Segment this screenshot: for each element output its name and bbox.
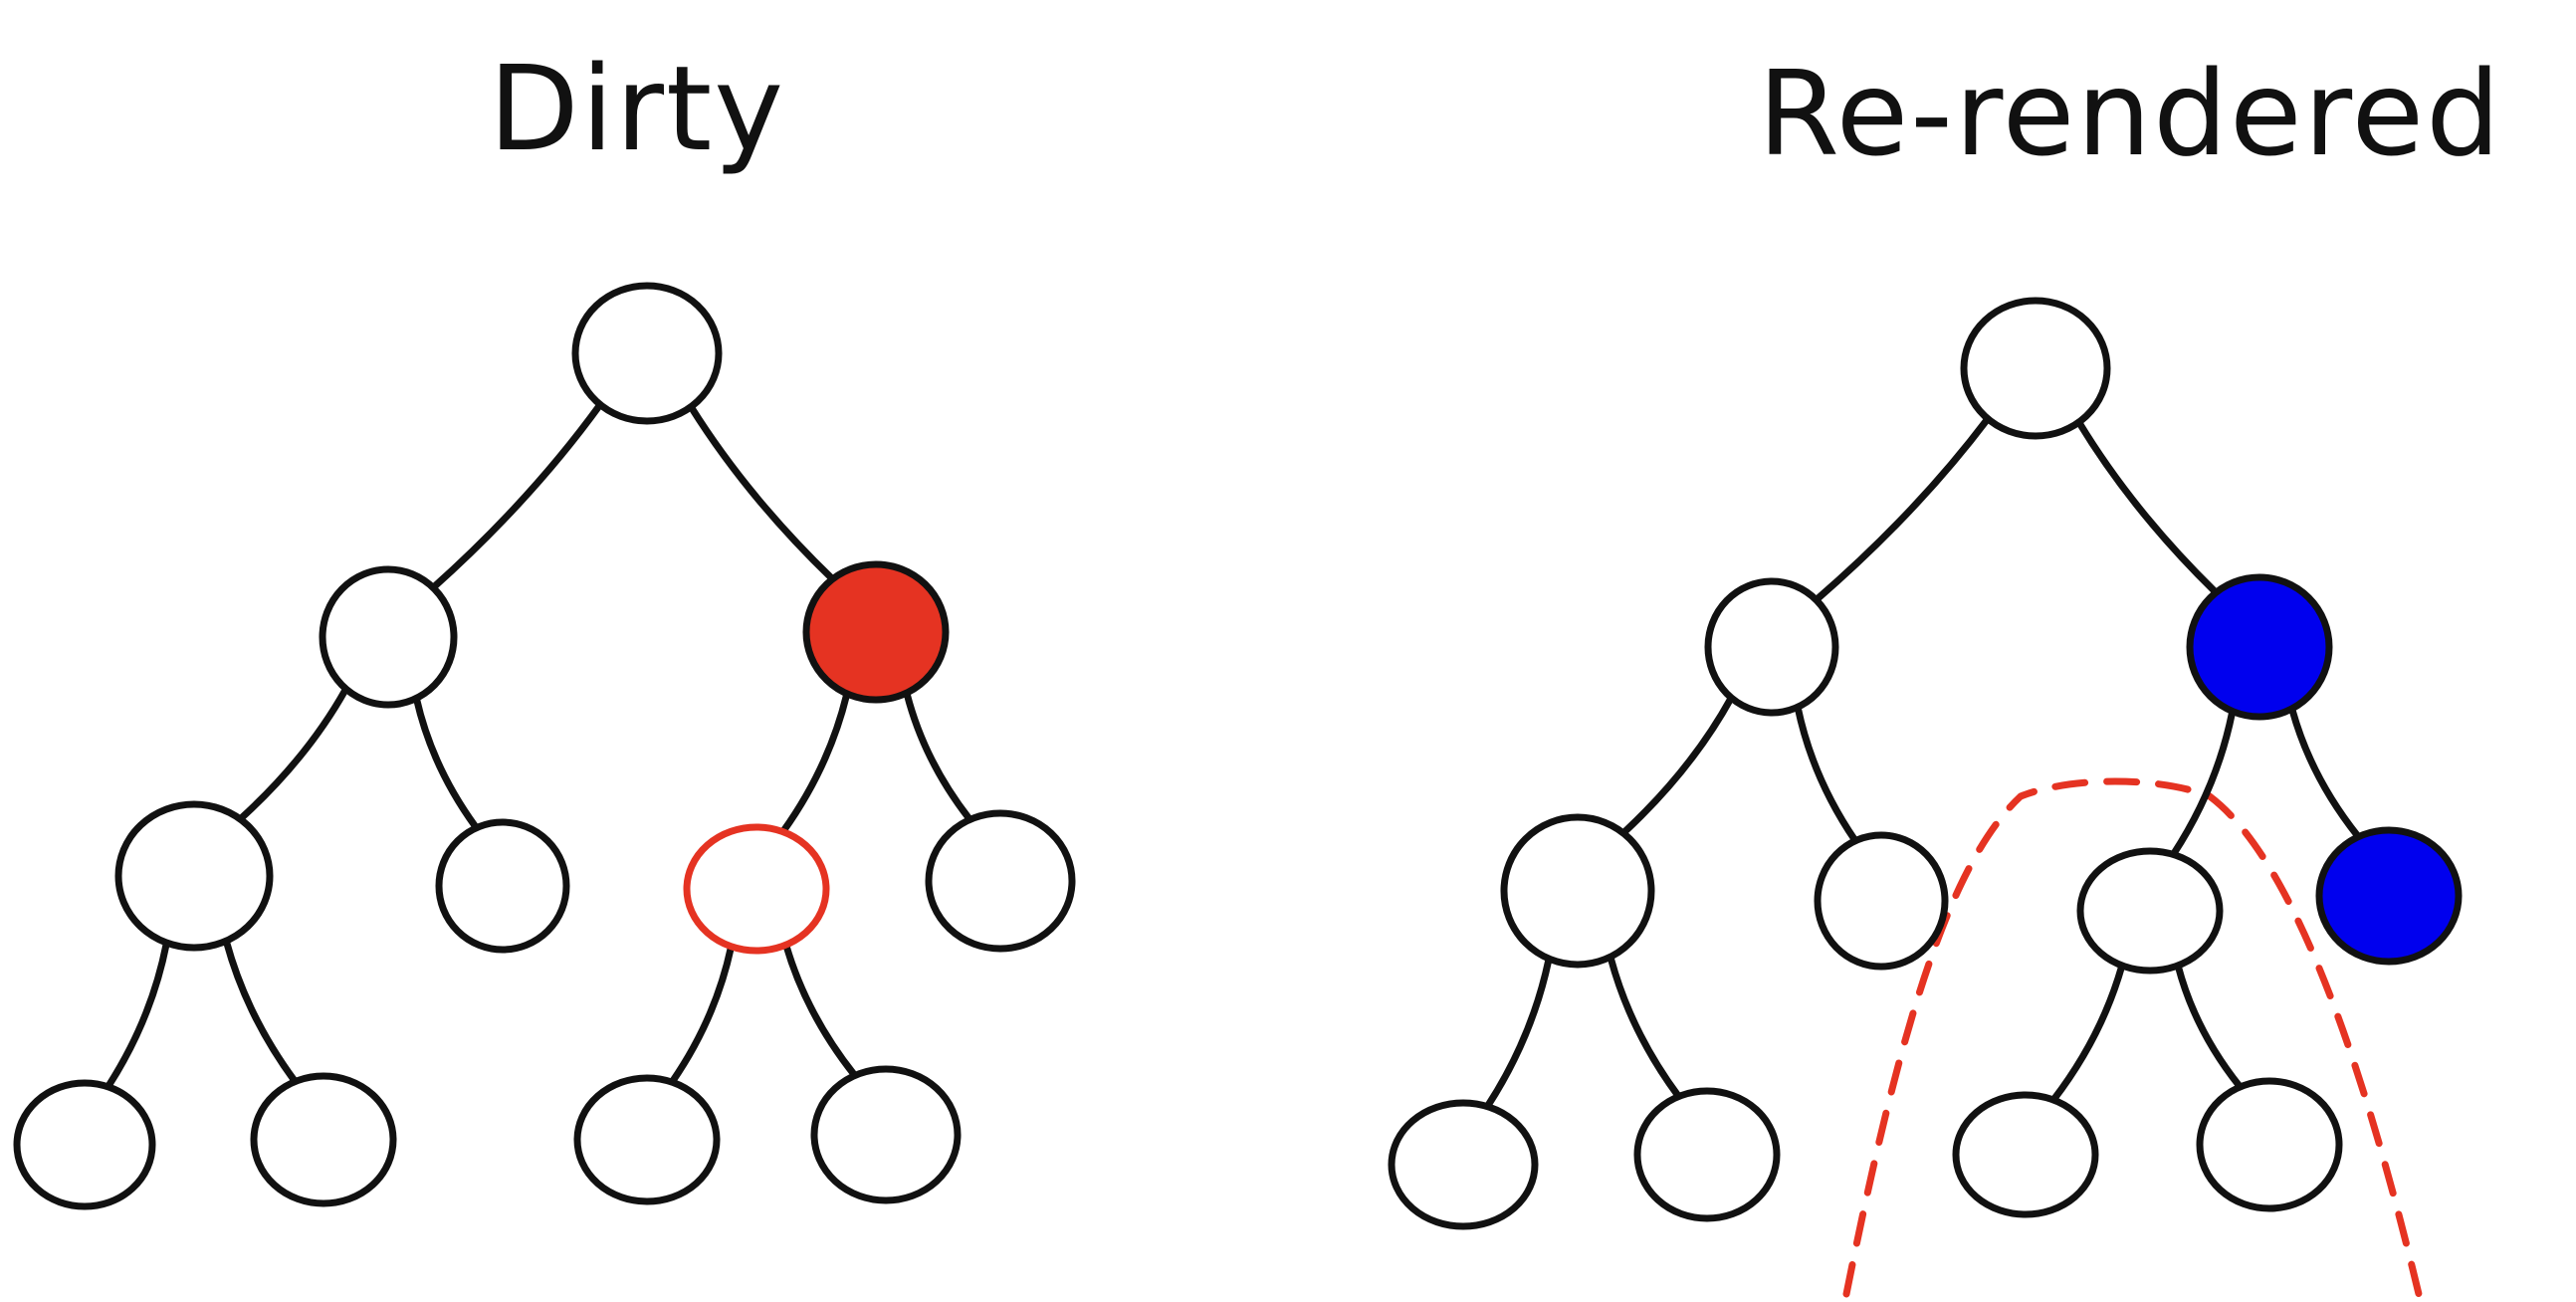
panel-dirty: Dirty: [13, 40, 1076, 1210]
node-dirty-l3-a: [13, 1079, 156, 1210]
edge-l2-c-to-l3-d: [782, 942, 858, 1079]
node-rerendered-l3-a: [1388, 1099, 1539, 1230]
edge-l2-a-to-l3-a: [105, 941, 170, 1090]
edge-l1-right-to-l2-c: [779, 691, 850, 835]
edge-l2-a-to-l3-b: [223, 938, 299, 1085]
node-dirty-l2-c: [683, 823, 830, 955]
edge-l2-c-to-l3-c: [669, 944, 735, 1085]
edge-root-to-l1-right: [687, 403, 836, 582]
edges-dirty: [105, 401, 973, 1090]
node-rerendered-root: [1960, 297, 2111, 440]
node-dirty-l2-d: [925, 809, 1076, 953]
edge-l1-right-to-l2-d: [2288, 707, 2362, 840]
edge-l2-c-to-l3-d: [2174, 962, 2244, 1090]
edge-l1-right-to-l2-c: [2170, 709, 2236, 858]
node-rerendered-l2-c: [2076, 847, 2224, 975]
node-rerendered-l2-d: [2315, 826, 2463, 966]
edge-l1-left-to-l2-b: [412, 695, 479, 830]
edge-root-to-l1-left: [1813, 415, 1992, 603]
node-dirty-l3-d: [810, 1065, 962, 1204]
edge-l1-left-to-l2-a: [237, 686, 349, 823]
node-rerendered-l3-d: [2196, 1077, 2343, 1212]
panel-title-rerendered: Re-rendered: [1758, 45, 2502, 182]
node-dirty-l1-left: [319, 565, 458, 709]
panel-rerendered: Re-rendered: [1388, 45, 2502, 1298]
edge-l2-a-to-l3-a: [1484, 957, 1553, 1110]
edge-l1-left-to-l2-b: [1794, 704, 1859, 844]
edge-l2-c-to-l3-c: [2049, 962, 2126, 1104]
rerender-subtree-boundary: [1842, 777, 2423, 1298]
edge-root-to-l1-left: [430, 401, 604, 591]
node-dirty-l1-right: [802, 560, 950, 704]
edge-l2-a-to-l3-b: [1607, 955, 1682, 1100]
edge-root-to-l1-right: [2075, 419, 2219, 595]
node-dirty-l2-a: [114, 800, 274, 952]
panel-title-dirty: Dirty: [489, 40, 785, 177]
edge-l1-right-to-l2-d: [903, 691, 973, 822]
node-dirty-l3-b: [250, 1072, 397, 1207]
node-rerendered-l1-left: [1704, 577, 1839, 717]
edges-rerendered: [1484, 415, 2362, 1110]
nodes-rerendered: [1388, 297, 2463, 1230]
node-rerendered-l1-right: [2186, 573, 2333, 721]
edge-l1-left-to-l2-a: [1620, 695, 1735, 836]
node-dirty-l3-c: [573, 1074, 721, 1205]
node-rerendered-l3-c: [1952, 1091, 2099, 1218]
node-rerendered-l3-b: [1633, 1087, 1781, 1222]
node-rerendered-l2-b: [1814, 831, 1949, 971]
node-dirty-root: [571, 282, 723, 425]
node-rerendered-l2-a: [1500, 813, 1655, 969]
nodes-dirty: [13, 282, 1076, 1210]
node-dirty-l2-b: [435, 818, 570, 954]
